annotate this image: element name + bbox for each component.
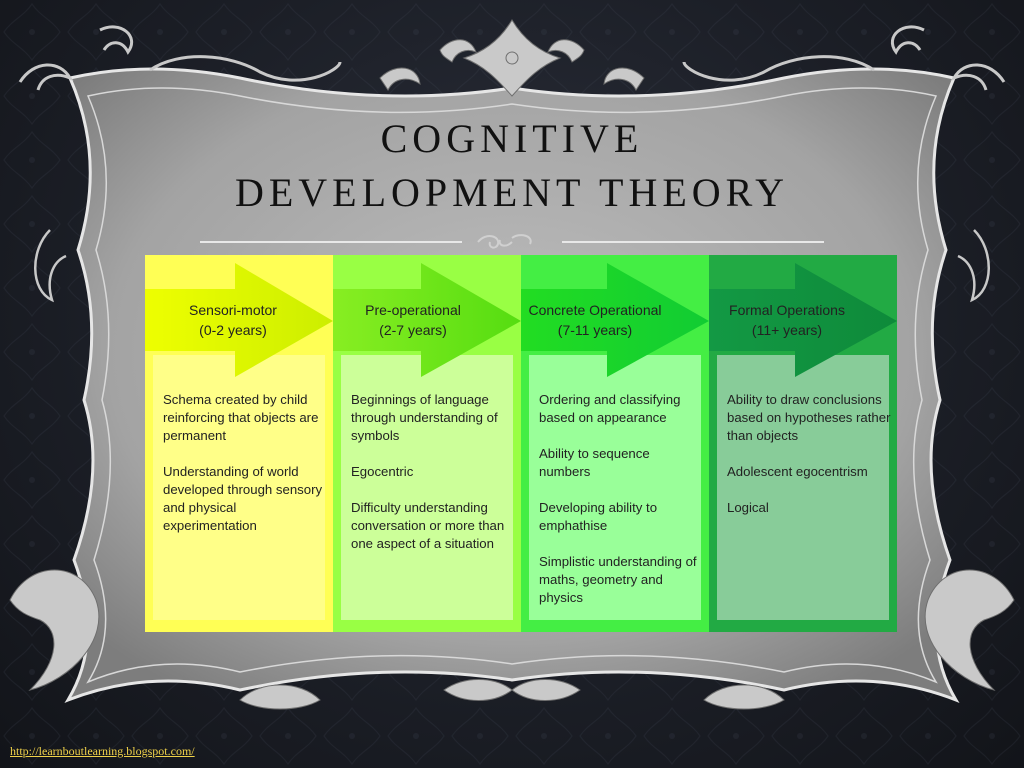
stage-name: Formal Operations [729, 302, 845, 318]
stage-age: (0-2 years) [199, 322, 267, 338]
stage-panel [717, 355, 889, 620]
stage-item: Logical [727, 500, 769, 515]
arrow-label-formal-operations: Formal Operations (11+ years) [693, 300, 881, 340]
source-link[interactable]: http://learnboutlearning.blogspot.com/ [10, 744, 195, 758]
arrow-sensori-motor [145, 263, 333, 377]
stage-items: Schema created by child reinforcing that… [163, 391, 327, 553]
arrow-formal-operations [709, 263, 897, 377]
stage-item: Difficulty understanding conversation or… [351, 500, 505, 551]
stage-item: Understanding of world developed through… [163, 464, 323, 533]
arrow-labels: Sensori-motor (0-2 years) Pre-operationa… [145, 255, 897, 385]
arrow-label-pre-operational: Pre-operational (2-7 years) [319, 300, 507, 340]
left-side-ornament-icon [34, 229, 67, 303]
stage-age: (7-11 years) [557, 322, 633, 338]
stage-name: Pre-operational [365, 302, 461, 318]
stage-items: Ability to draw conclusions based on hyp… [727, 391, 891, 535]
slide-title: COGNITIVE DEVELOPMENT THEORY [160, 112, 864, 220]
stage-item: Schema created by child reinforcing that… [163, 392, 319, 443]
stage-items: Ordering and classifying based on appear… [539, 391, 703, 625]
right-side-ornament-icon [957, 229, 990, 303]
stage-item: Adolescent egocentrism [727, 464, 868, 479]
stage-item: Ability to draw conclusions based on hyp… [727, 392, 891, 443]
stage-name: Sensori-motor [189, 302, 277, 318]
stage-panel [529, 355, 701, 620]
stage-age: (2-7 years) [379, 322, 447, 338]
stage-panel [341, 355, 513, 620]
title-line-2: DEVELOPMENT THEORY [234, 170, 790, 215]
stage-panel [153, 355, 325, 620]
stage-item: Egocentric [351, 464, 414, 479]
bottom-left-flourish-icon [9, 569, 100, 691]
arrow-concrete-operational [521, 263, 709, 377]
stage-arrows [145, 263, 897, 377]
top-ornament-icon [379, 19, 645, 97]
stage-item: Ability to sequence numbers [539, 446, 650, 479]
stage-item: Simplistic understanding of maths, geome… [539, 554, 697, 605]
title-line-1: COGNITIVE [380, 116, 644, 161]
stage-item: Ordering and classifying based on appear… [539, 392, 681, 425]
bottom-center-ornament-icon [443, 679, 581, 701]
arrow-pre-operational [333, 263, 521, 377]
stage-name: Concrete Operational [528, 302, 662, 318]
arrow-label-concrete-operational: Concrete Operational (7-11 years) [501, 300, 689, 340]
arrow-label-sensori-motor: Sensori-motor (0-2 years) [139, 300, 327, 340]
stage-age: (11+ years) [751, 322, 823, 338]
bottom-right-flourish-icon [924, 569, 1015, 691]
title-divider [200, 234, 824, 249]
stage-items: Beginnings of language through understan… [351, 391, 515, 571]
stage-item: Developing ability to emphathise [539, 500, 658, 533]
stage-item: Beginnings of language through understan… [351, 392, 498, 443]
scroll-ornament-icon [18, 25, 1006, 91]
